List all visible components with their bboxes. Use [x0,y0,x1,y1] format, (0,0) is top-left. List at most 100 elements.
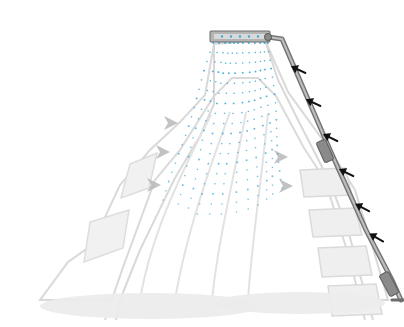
spray-droplet [201,79,203,81]
spray-droplet [198,118,200,120]
spray-droplet [248,42,250,44]
spray-droplet [188,125,190,127]
spray-droplet [220,82,222,84]
spray-droplet [212,193,214,195]
spray-droplet [239,132,241,134]
spray-droplet [197,213,199,215]
spray-droplet [211,203,213,205]
spray-droplet [269,122,271,124]
spray-droplet [266,171,268,173]
spray-droplet [214,61,216,63]
spray-droplet [266,162,268,164]
spray-droplet [212,91,214,93]
spray-droplet [234,82,236,84]
spray-droplet [257,176,259,178]
spray-droplet [198,159,200,161]
spray-droplet [236,211,238,213]
spray-droplet [242,92,244,94]
spray-droplet [210,100,212,102]
spray-droplet [264,78,266,80]
spray-droplet [259,42,261,44]
spray-droplet [267,42,269,44]
spray-droplet [229,42,231,44]
spray-droplet [207,110,209,112]
spray-droplet [225,62,227,64]
spray-droplet [275,110,277,112]
spray-droplet [253,118,255,120]
spray-droplet [257,195,259,197]
spray-droplet [209,153,211,155]
spray-droplet [222,52,224,54]
spray-droplet [216,102,218,104]
spray-droplet [272,167,274,169]
spray-droplet [264,69,266,71]
spray-droplet [264,42,266,44]
spray-droplet [188,156,190,158]
spray-droplet [212,42,214,44]
spray-droplet [256,166,258,168]
spray-droplet [206,173,208,175]
spray-droplet [263,134,265,136]
spray-droplet [222,133,224,135]
spray-droplet [195,178,197,180]
spray-droplet [218,93,220,95]
spray-droplet [266,198,268,200]
spray-droplet [216,173,218,175]
spray-droplet [221,213,223,215]
spray-droplet [220,62,222,64]
spray-droplet [260,51,262,53]
spray-droplet [178,153,180,155]
spray-droplet [188,207,190,209]
spray-droplet [237,42,239,44]
spray-droplet [242,62,244,64]
spray-droplet [209,51,211,53]
spray-droplet [272,76,274,78]
spray-droplet [242,52,244,54]
spray-droplet [185,135,187,137]
spray-droplet [264,51,266,53]
spray-droplet [260,97,262,99]
spray-droplet [234,72,236,74]
spray-droplet [255,52,256,54]
spray-droplet [246,130,248,132]
spray-droplet [177,203,179,205]
spray-droplet [248,101,250,103]
spray-droplet [168,181,170,183]
spray-droplet [237,152,239,154]
spray-droplet [199,203,201,205]
spray-droplet [271,149,273,151]
spray-droplet [218,42,220,44]
spray-droplet [260,88,262,90]
spray-droplet [246,169,248,171]
spray-droplet [248,52,250,54]
spray-droplet [175,162,177,164]
spray-droplet [272,193,274,195]
spray-droplet [266,189,268,191]
spray-droplet [205,120,207,122]
spray-droplet [277,153,279,155]
spray-droplet [201,109,203,111]
spray-droplet [204,183,206,185]
spray-droplet [180,194,182,196]
spray-droplet [276,136,278,138]
spray-droplet [201,139,203,141]
spray-droplet [228,153,230,155]
spray-droplet [190,198,192,200]
spray-droplet [192,137,194,139]
spray-droplet [224,173,226,175]
spray-droplet [224,113,226,115]
spray-droplet [233,102,235,104]
spray-droplet [246,140,248,142]
spray-droplet [236,161,238,163]
spray-droplet [223,183,225,185]
spray-droplet [200,149,202,151]
spray-droplet [231,123,233,125]
spray-droplet [186,165,188,167]
spray-droplet [221,143,223,145]
spray-droplet [207,90,209,92]
spray-droplet [255,71,257,73]
spray-droplet [191,116,193,118]
spray-droplet [272,158,274,160]
